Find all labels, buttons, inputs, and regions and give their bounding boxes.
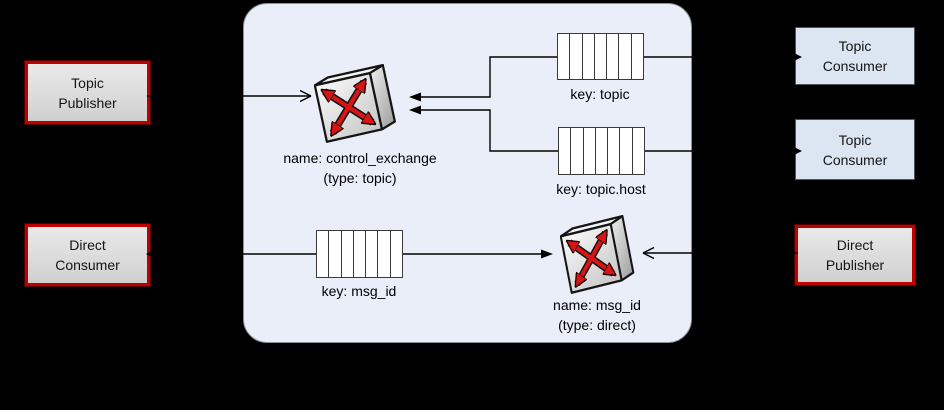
control-exchange-name-label: name: control_exchange [283, 150, 437, 166]
direct-exchange-icon [560, 215, 635, 294]
direct-exchange-name-label: name: msg_id [553, 297, 641, 313]
direct-publisher-label-line1: Direct [836, 237, 874, 253]
topic-consumer-2-label-line1: Topic [838, 131, 872, 148]
topic-consumer-2-node: Topic Consumer [795, 119, 915, 180]
queue-topic-host-icon [558, 127, 645, 175]
topic-consumer-1-label-line2: Consumer [822, 58, 888, 74]
direct-exchange-type-label: (type: direct) [558, 317, 636, 333]
control-exchange-type-label: (type: topic) [323, 170, 397, 186]
direct-consumer-label-line2: Consumer [55, 257, 120, 273]
direct-consumer-node: Direct Consumer [25, 224, 150, 286]
topic-publisher-node: Topic Publisher [25, 61, 150, 124]
direct-publisher-node: Direct Publisher [795, 225, 915, 285]
queue-topic-key-label: key: topic [570, 86, 630, 102]
direct-consumer-label-line1: Direct [69, 237, 106, 253]
direct-publisher-label-line2: Publisher [825, 257, 885, 273]
queue-msg-id-icon [316, 230, 403, 278]
topic-consumer-1-node: Topic Consumer [795, 27, 915, 85]
queue-topic-host-key-label: key: topic.host [556, 181, 646, 197]
topic-publisher-label-line2: Publisher [58, 94, 117, 111]
topic-consumer-1-label-line1: Topic [838, 38, 872, 54]
queue-msg-id-key-label: key: msg_id [321, 283, 397, 299]
topic-consumer-2-label-line2: Consumer [822, 151, 888, 168]
topic-exchange-icon [314, 64, 396, 143]
queue-topic-icon [557, 33, 644, 80]
topic-publisher-label-line1: Topic [71, 74, 104, 91]
